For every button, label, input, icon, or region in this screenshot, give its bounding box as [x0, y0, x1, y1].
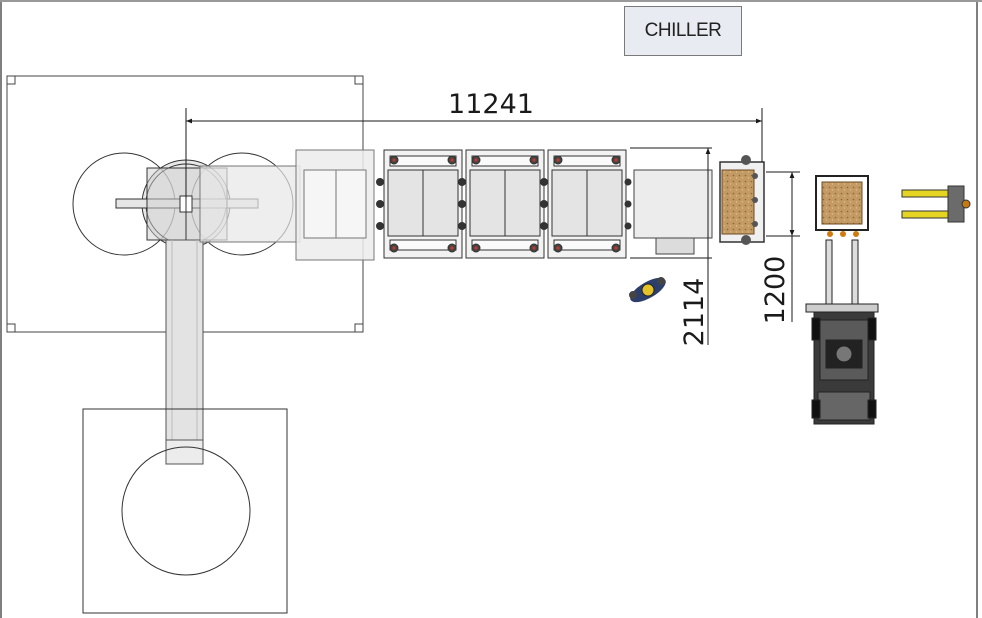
discharge-conveyor — [633, 169, 713, 255]
infeed-conveyor — [199, 149, 375, 261]
module-roller — [624, 222, 632, 230]
operator-figure — [629, 277, 666, 303]
loaded-pallet — [815, 175, 869, 237]
forklift — [805, 239, 879, 425]
dimension-pallet-width-label: 1200 — [760, 256, 791, 325]
chiller-text: CHILLER — [644, 20, 722, 41]
machine-modules — [376, 149, 632, 259]
dimension-line-length — [185, 108, 763, 198]
pallet-end-of-line — [719, 155, 765, 245]
dimension-pallet-width — [766, 171, 800, 322]
machine-module — [458, 149, 545, 259]
module-roller — [624, 178, 632, 186]
pallet-jack — [901, 185, 971, 223]
chiller-label: CHILLER — [624, 6, 742, 56]
machine-module — [376, 149, 463, 259]
machine-module — [540, 149, 627, 259]
dimension-conveyor-width — [630, 147, 712, 345]
transfer-conveyor — [165, 239, 204, 465]
dimension-conveyor-width-label: 2114 — [679, 278, 710, 347]
lower-station — [82, 408, 288, 614]
module-roller — [624, 200, 632, 208]
dimension-length-label: 11241 — [448, 89, 534, 120]
